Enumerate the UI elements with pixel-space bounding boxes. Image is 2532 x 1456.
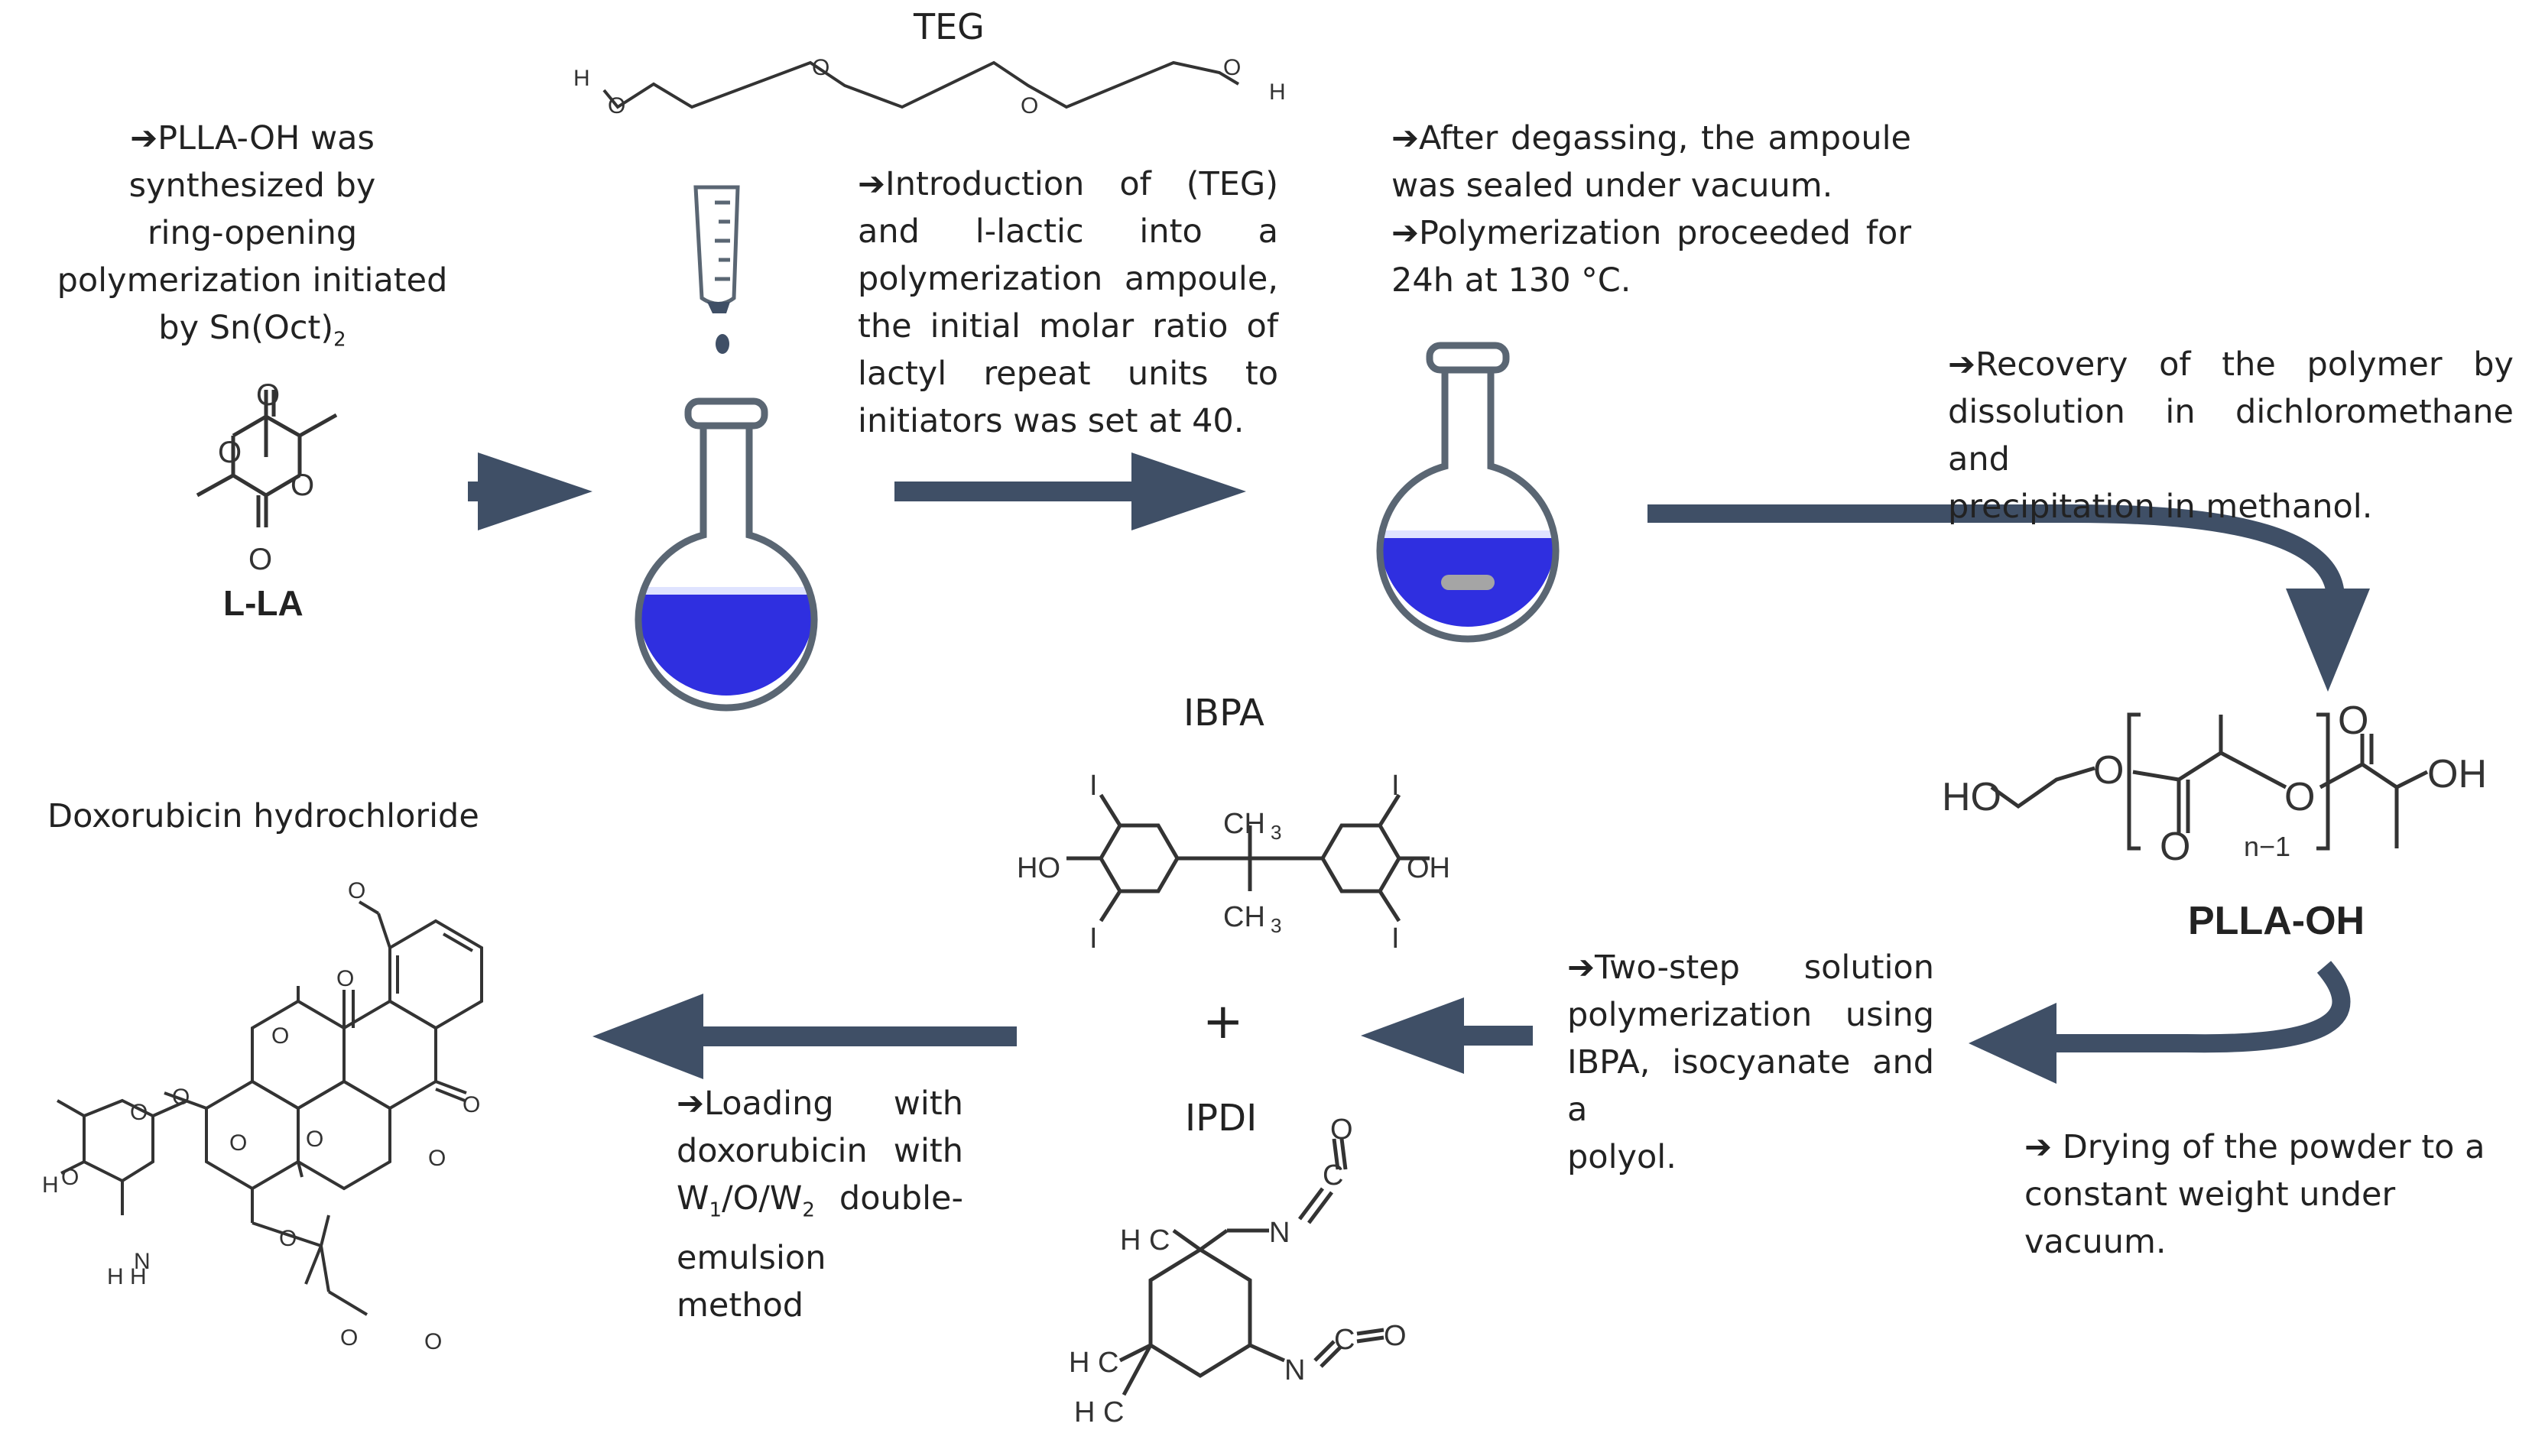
svg-text:I: I — [1391, 923, 1400, 955]
ibpa-structure — [1066, 793, 1430, 923]
svg-text:O: O — [279, 1226, 297, 1251]
plla-oh-atoms: HO O O O O OH n−1 — [1942, 699, 2487, 869]
svg-text:O: O — [130, 1100, 148, 1125]
ibpa-label: IBPA — [1183, 692, 1264, 734]
arrow-to-doxorubicin — [592, 994, 1017, 1079]
ipdi-atoms: N C O N C O H C H C H C — [1069, 1114, 1407, 1428]
ipdi-label: IPDI — [1185, 1097, 1258, 1140]
svg-text:O: O — [291, 469, 314, 502]
svg-text:HO: HO — [1942, 775, 2001, 819]
step-polymerization-text: ➔Two-step solution polymerization using … — [1567, 949, 1934, 1176]
svg-text:O: O — [248, 543, 272, 576]
svg-text:O: O — [1021, 93, 1038, 118]
step-introduction-text: ➔Introduction of (TEG) and l-lactic into… — [858, 165, 1278, 440]
doxorubicin-label: Doxorubicin hydrochloride — [47, 797, 479, 835]
flask-icon — [635, 397, 818, 712]
svg-text:O: O — [812, 55, 829, 80]
doxorubicin-atoms: O O O O O O O O O H O N H H O O O — [42, 878, 480, 1354]
step-synthesis-text: ➔PLLA-OH was synthesized by ring-opening… — [57, 119, 448, 352]
svg-text:O: O — [306, 1127, 323, 1152]
step-degassing-text: ➔After degassing, the ampoule was sealed… — [1391, 119, 1911, 300]
plla-oh-structure — [1990, 712, 2429, 851]
svg-text:O: O — [428, 1146, 446, 1171]
svg-text:N: N — [1269, 1217, 1290, 1249]
svg-text:C: C — [1334, 1324, 1355, 1356]
arrow-plla-to-drying — [1969, 961, 2351, 1084]
teg-label: TEG — [914, 6, 985, 47]
svg-text:I: I — [1391, 770, 1400, 802]
svg-text:I: I — [1089, 770, 1098, 802]
svg-text:H: H — [573, 66, 590, 91]
step-drying-text: ➔ Drying of the powder to a constant wei… — [2024, 1128, 2485, 1261]
svg-text:3: 3 — [1271, 821, 1281, 844]
ampoule-flask-icon — [1376, 342, 1560, 643]
svg-text:H C: H C — [1074, 1396, 1124, 1428]
lactide-structure — [196, 390, 338, 527]
lactide-atoms: O O O O — [218, 378, 314, 576]
svg-text:O: O — [424, 1329, 442, 1354]
svg-text:H: H — [42, 1172, 59, 1198]
svg-text:O: O — [2284, 775, 2315, 819]
svg-text:O: O — [271, 1023, 289, 1049]
plla-oh-label: PLLA-OH — [2188, 899, 2365, 943]
svg-text:HO: HO — [1017, 852, 1060, 884]
svg-text:H C: H C — [1069, 1347, 1118, 1379]
svg-text:O: O — [1223, 55, 1241, 80]
step-recovery-text: ➔Recovery of the polymer by dissolution … — [1948, 345, 2514, 526]
arrow-flask-to-ampoule — [894, 452, 1246, 530]
arrow-lla-to-flask — [468, 452, 592, 530]
ibpa-atoms: I I I I HO OH CH 3 CH 3 — [1017, 770, 1450, 955]
svg-text:OH: OH — [2427, 752, 2487, 796]
svg-text:O: O — [608, 93, 625, 118]
svg-text:O: O — [61, 1165, 79, 1190]
svg-text:O: O — [348, 878, 365, 903]
svg-text:O: O — [340, 1325, 358, 1351]
teg-structure — [602, 60, 1240, 109]
svg-text:I: I — [1089, 923, 1098, 955]
svg-text:n−1: n−1 — [2244, 831, 2290, 862]
doxorubicin-structure — [57, 900, 483, 1316]
svg-text:O: O — [256, 378, 280, 412]
svg-text:CH: CH — [1223, 808, 1265, 840]
svg-text:O: O — [218, 436, 242, 469]
svg-text:N: N — [1284, 1354, 1305, 1386]
svg-text:O: O — [463, 1092, 480, 1117]
arrow-polymerization-to-ibpa — [1361, 997, 1533, 1074]
svg-text:O: O — [172, 1085, 190, 1110]
svg-text:H: H — [1269, 79, 1286, 105]
arrow-ampoule-to-plla — [1647, 504, 2370, 692]
svg-text:H H: H H — [107, 1264, 147, 1289]
svg-text:O: O — [2160, 825, 2190, 869]
step-loading-text: ➔Loading with doxorubicin with W1/O/W2 d… — [677, 1085, 963, 1325]
ipdi-structure — [1118, 1138, 1384, 1396]
svg-text:O: O — [336, 966, 354, 991]
svg-text:CH: CH — [1223, 901, 1265, 933]
teg-atoms: H O O O O H — [573, 55, 1286, 118]
svg-text:O: O — [1384, 1320, 1407, 1352]
dropper-icon — [693, 185, 740, 354]
lla-label: L-LA — [223, 583, 304, 623]
svg-text:O: O — [229, 1130, 247, 1156]
svg-text:N: N — [134, 1249, 151, 1274]
svg-text:H C: H C — [1120, 1224, 1170, 1257]
svg-text:O: O — [1330, 1114, 1353, 1146]
plus-sign: + — [1203, 994, 1244, 1050]
svg-text:OH: OH — [1407, 852, 1450, 884]
stir-bar-icon — [1441, 575, 1495, 590]
svg-text:O: O — [2338, 699, 2368, 743]
svg-text:O: O — [2093, 748, 2124, 793]
svg-text:3: 3 — [1271, 914, 1281, 937]
svg-text:C: C — [1323, 1159, 1343, 1192]
